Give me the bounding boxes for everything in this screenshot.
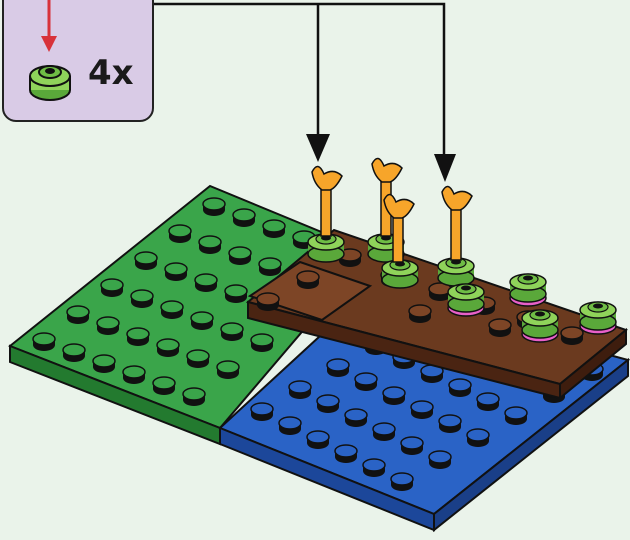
stud [100, 278, 124, 297]
stud [216, 360, 240, 379]
stud [96, 316, 120, 335]
stud [262, 219, 286, 238]
stud [122, 365, 146, 384]
flower-stem [383, 193, 415, 263]
stud [168, 224, 192, 243]
stud [296, 270, 320, 289]
drop-arrow-head [41, 36, 57, 52]
round-plate [307, 233, 345, 263]
round-plate [509, 273, 547, 307]
stud [256, 292, 280, 311]
stud [428, 450, 452, 469]
stud [250, 333, 274, 352]
stud [202, 197, 226, 216]
stud [182, 387, 206, 406]
stud [326, 358, 350, 377]
parts-callout: 4x [2, 0, 154, 122]
stud [258, 257, 282, 276]
stud [306, 430, 330, 449]
round-plate [579, 301, 617, 335]
stud [504, 406, 528, 425]
callout-graphics [29, 0, 71, 101]
stud [400, 436, 424, 455]
stud [476, 392, 500, 411]
stud [560, 326, 584, 345]
stud [62, 343, 86, 362]
brown-plate [245, 228, 629, 401]
stud [92, 354, 116, 373]
flower-stem [311, 165, 343, 237]
pointer-lines [154, 2, 446, 160]
stud [362, 458, 386, 477]
stud [232, 208, 256, 227]
stud [466, 428, 490, 447]
stud [228, 246, 252, 265]
stud [344, 408, 368, 427]
flower-stem [441, 185, 473, 261]
stud [250, 402, 274, 421]
orange-stems [311, 157, 473, 263]
quantity-label: 4x [88, 53, 134, 93]
stud [220, 322, 244, 341]
stud [428, 282, 452, 301]
stud [316, 394, 340, 413]
stud [354, 372, 378, 391]
stud [66, 305, 90, 324]
stud [198, 235, 222, 254]
stud [186, 349, 210, 368]
stud [408, 304, 432, 323]
stud [32, 332, 56, 351]
stud [126, 327, 150, 346]
stud [152, 376, 176, 395]
stud [130, 289, 154, 308]
round-plate [447, 283, 485, 317]
stud [194, 273, 218, 292]
stud [288, 380, 312, 399]
stud [438, 414, 462, 433]
stud [160, 300, 184, 319]
stud [190, 311, 214, 330]
stud [134, 251, 158, 270]
round-plate [381, 259, 419, 289]
placement-arrow-left [306, 134, 330, 162]
stud [278, 416, 302, 435]
stud [224, 284, 248, 303]
placement-arrow-right [434, 154, 456, 182]
stud [448, 378, 472, 397]
stud [488, 318, 512, 337]
stud [420, 364, 444, 383]
stud [334, 444, 358, 463]
stud [390, 472, 414, 491]
stud [372, 422, 396, 441]
round-plate [521, 309, 559, 343]
stud [164, 262, 188, 281]
stud [156, 338, 180, 357]
round-plate [437, 257, 475, 287]
round-plate-icon [29, 65, 71, 101]
stud [410, 400, 434, 419]
stud [382, 386, 406, 405]
